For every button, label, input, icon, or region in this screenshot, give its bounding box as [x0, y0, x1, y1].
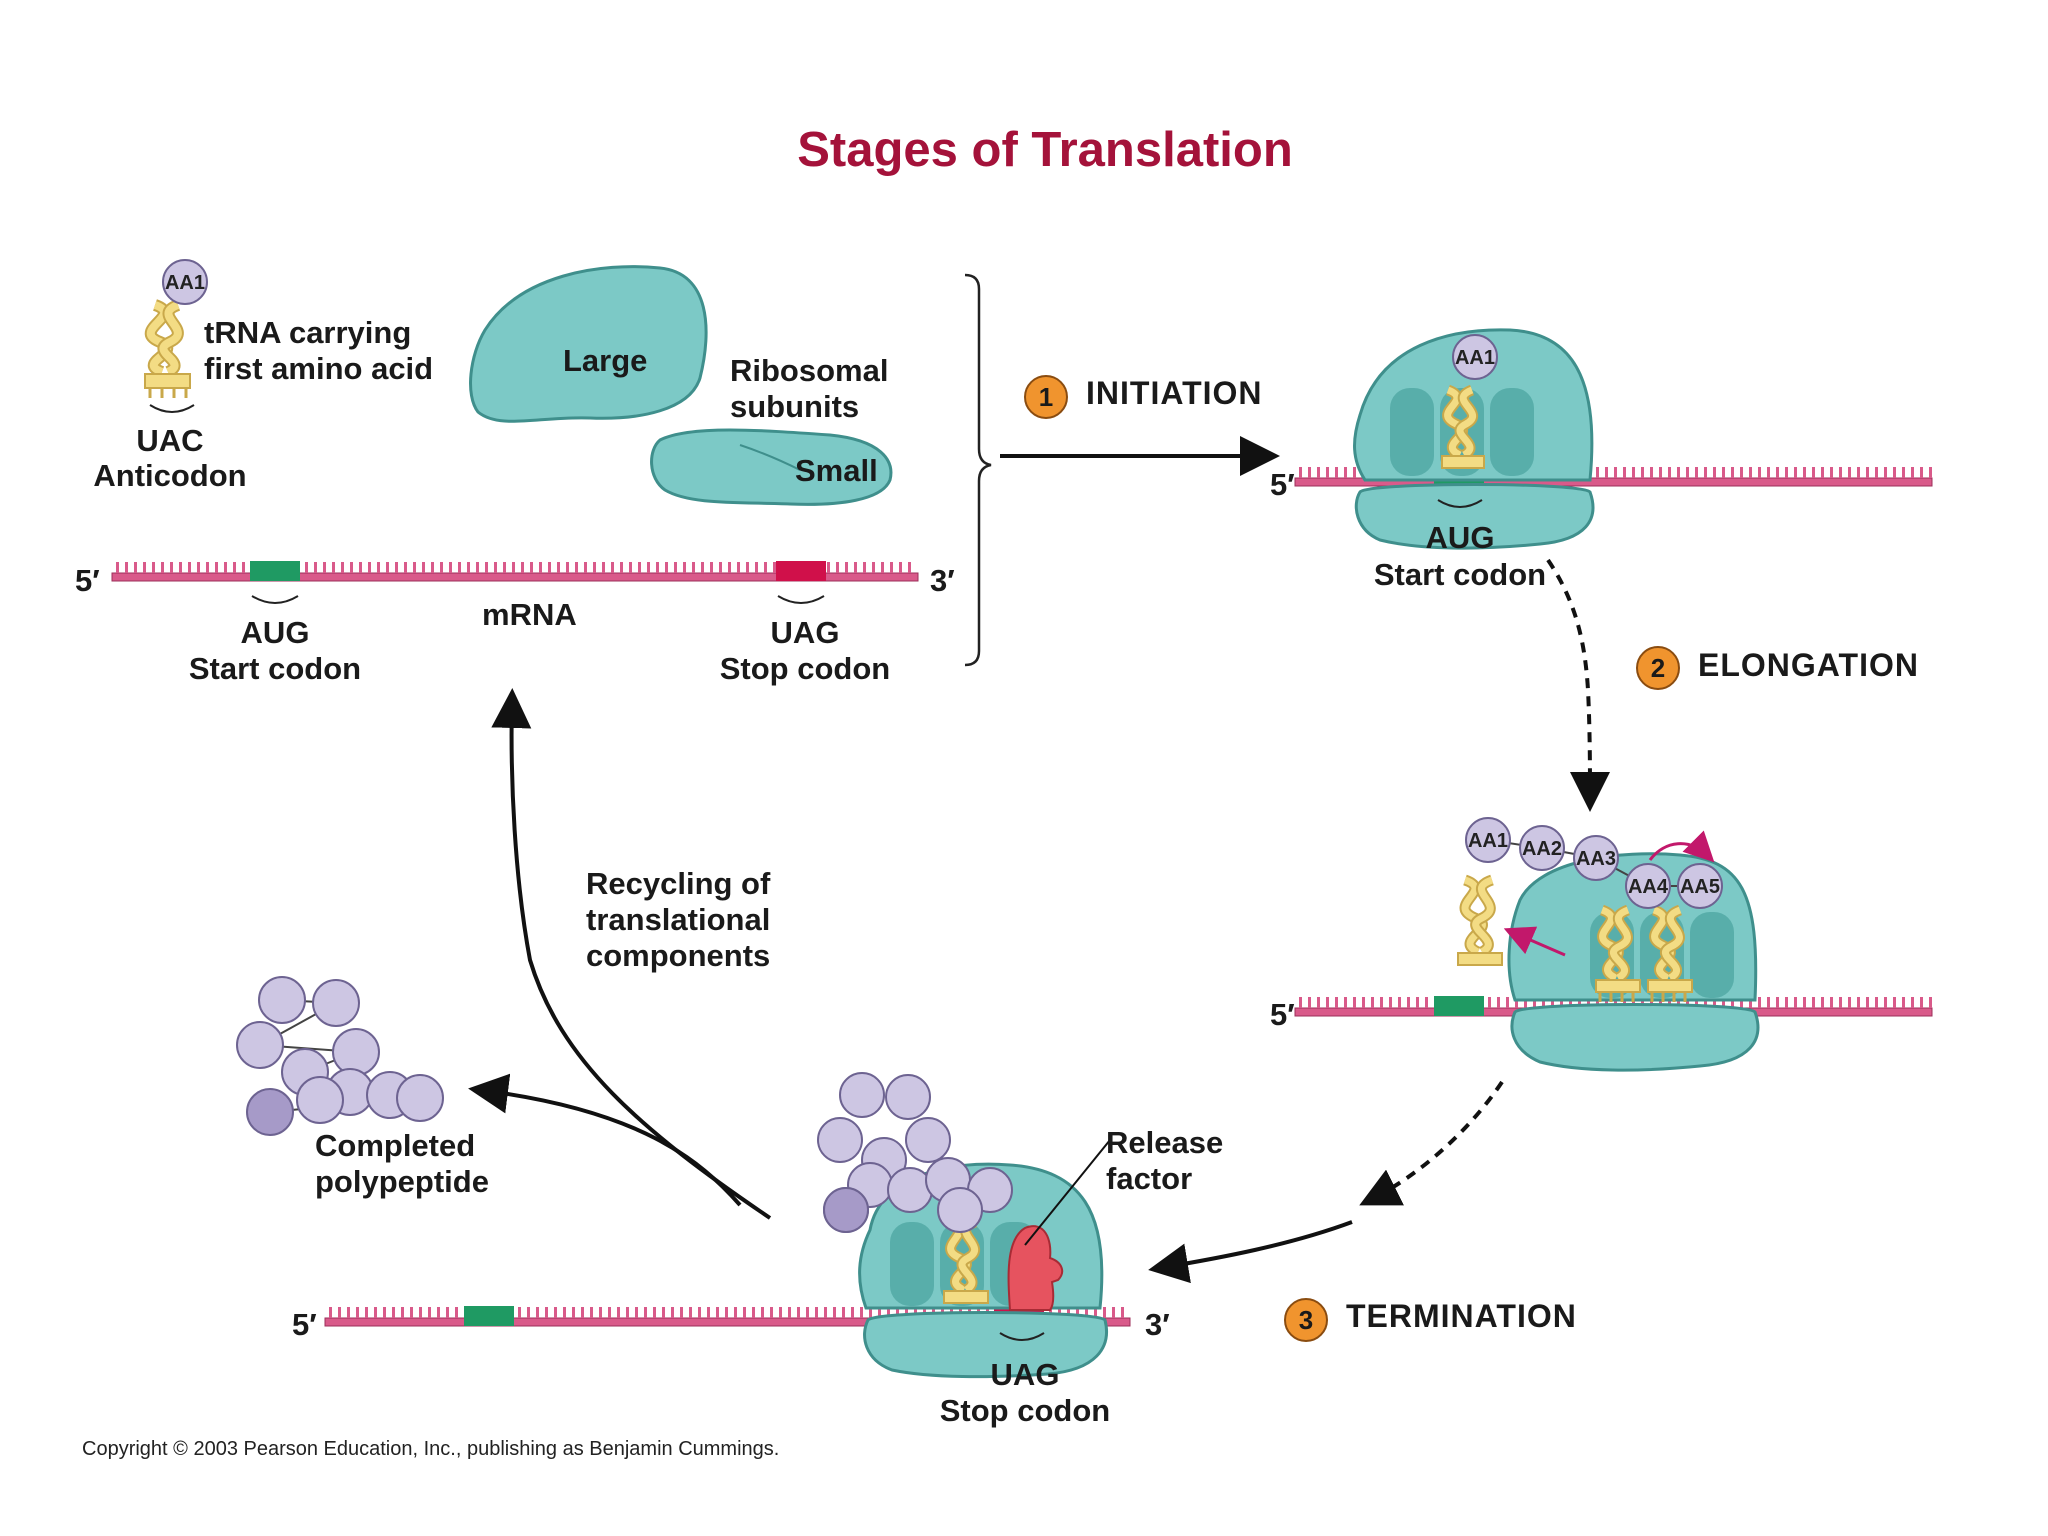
- trna-icon: [144, 299, 195, 413]
- stop-codon-label: Stop codon: [719, 651, 891, 686]
- amino-acid-icon: [162, 259, 208, 305]
- trna-icon: [1595, 904, 1693, 1002]
- amino-acid-label: AA1: [1468, 830, 1508, 852]
- amino-acid-icon: [823, 1187, 869, 1233]
- stage-3-badge: 3: [1284, 1298, 1328, 1342]
- small-subunit-label: Small: [795, 453, 878, 488]
- amino-acid-icon: [332, 1028, 380, 1076]
- amino-acid-icon: [312, 979, 360, 1027]
- mrna-label: mRNA: [482, 597, 577, 632]
- five-prime-label: 5′: [75, 563, 100, 598]
- amino-acid-label: AA5: [1680, 876, 1720, 898]
- termination-stop-codon-label: Stop codon: [939, 1393, 1111, 1428]
- amino-acid-label: AA1: [165, 272, 205, 294]
- amino-acid-icon: [1519, 825, 1565, 871]
- amino-acid-icon: [1452, 334, 1498, 380]
- termination-three-prime: 3′: [1145, 1307, 1170, 1342]
- bracket: [964, 273, 992, 667]
- large-subunit-ribosome-icon: [469, 265, 708, 423]
- elongation-label: ELONGATION: [1698, 647, 1919, 683]
- page-title: Stages of Translation: [797, 123, 1293, 177]
- copyright-notice: Copyright © 2003 Pearson Education, Inc.…: [82, 1438, 780, 1460]
- amino-acid-icon: [1677, 863, 1723, 909]
- amino-acid-label: AA3: [1576, 848, 1616, 870]
- three-prime-label: 3′: [930, 563, 955, 598]
- amino-acid-icon: [885, 1074, 931, 1120]
- stop-codon-sequence: UAG: [770, 615, 840, 650]
- amino-acid-icon: [396, 1074, 444, 1122]
- amino-acid-icon: [905, 1117, 951, 1163]
- elongation-five-prime: 5′: [1270, 997, 1295, 1032]
- ribosomal-subunits-label: Ribosomal subunits: [730, 353, 889, 424]
- recycling-label: Recycling of translational components: [586, 866, 771, 973]
- initiation-start-codon-sequence: AUG: [1425, 520, 1495, 555]
- amino-acid-icon: [937, 1187, 983, 1233]
- amino-acid-label: AA1: [1455, 347, 1495, 369]
- release-factor-label: Release factor: [1106, 1125, 1224, 1196]
- stage-2-badge: 2: [1636, 646, 1680, 690]
- anticodon-sequence: UAC: [136, 423, 204, 458]
- termination-arrow-icon: [1359, 1080, 1504, 1206]
- small-subunit-ribosome-icon: [650, 428, 893, 506]
- termination-label: TERMINATION: [1346, 1298, 1577, 1334]
- trna-exit-arrow-icon: [1503, 926, 1566, 957]
- ejected-trna-icon: [1457, 874, 1503, 966]
- amino-acid-icon: [246, 1088, 294, 1136]
- amino-acid-icon: [236, 1021, 284, 1069]
- initiation-label: INITIATION: [1086, 375, 1263, 411]
- stage-1-badge: 1: [1024, 375, 1068, 419]
- start-codon-sequence: AUG: [240, 615, 310, 650]
- amino-acid-icon: [296, 1076, 344, 1124]
- initiation-five-prime: 5′: [1270, 467, 1295, 502]
- amino-acid-label: AA4: [1628, 876, 1669, 898]
- large-subunit-label: Large: [563, 343, 648, 378]
- start-codon-label: Start codon: [188, 651, 362, 686]
- termination-stop-codon-sequence: UAG: [990, 1357, 1060, 1392]
- release-factor-pointer: [1024, 1139, 1111, 1246]
- amino-acid-icon: [817, 1117, 863, 1163]
- termination-five-prime: 5′: [292, 1307, 317, 1342]
- amino-acid-label: AA2: [1522, 838, 1562, 860]
- mrna-strand-icon: [111, 561, 919, 582]
- amino-acid-icon: [1625, 863, 1671, 909]
- initiation-start-codon-label: Start codon: [1373, 557, 1547, 592]
- anticodon-label: Anticodon: [93, 458, 247, 493]
- amino-acid-icon: [258, 976, 306, 1024]
- trna-icon: [1441, 384, 1485, 469]
- elongation-arrow-icon: [1546, 558, 1610, 812]
- completed-polypeptide-icon: [236, 976, 444, 1136]
- amino-acid-icon: [839, 1072, 885, 1118]
- release-factor-icon: [1007, 1225, 1064, 1311]
- amino-acid-icon: [887, 1167, 933, 1213]
- termination-return-arrow-icon: [1148, 1220, 1353, 1284]
- polypeptide-release-arrow-icon: [468, 1073, 742, 1207]
- amino-acid-icon: [1465, 817, 1511, 863]
- trna-label: tRNA carrying first amino acid: [204, 315, 434, 386]
- translocation-arrow-icon: [1648, 830, 1715, 863]
- completed-polypeptide-label: Completed polypeptide: [315, 1128, 489, 1199]
- amino-acid-icon: [1573, 835, 1619, 881]
